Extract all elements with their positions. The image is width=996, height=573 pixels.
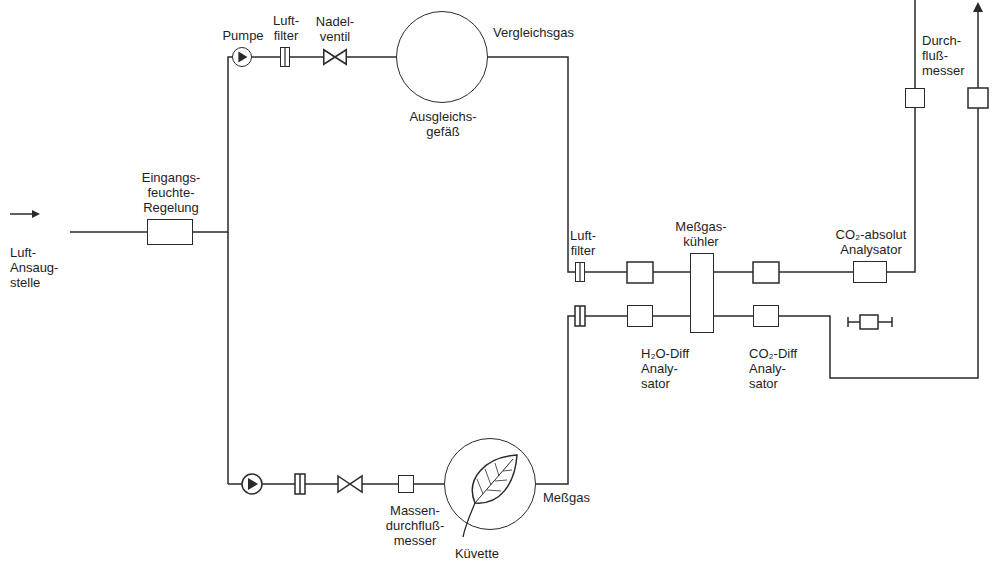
component-label: Eingangs- feuchte- Regelung	[142, 170, 201, 215]
text-line: H₂O-Diff	[641, 346, 689, 361]
text-line: stelle	[10, 275, 58, 290]
inlet-label: Luft- Ansaug- stelle	[10, 245, 58, 290]
text-line: Pumpe	[222, 28, 263, 43]
text-line: sator	[749, 376, 797, 391]
component-label: CO₂-absolut Analysator	[836, 227, 907, 257]
gas-line	[252, 56, 280, 58]
text-line: Massen-	[386, 503, 445, 518]
text-line: ventil	[316, 29, 354, 44]
component-label: CO₂-Diff Analy- sator	[749, 346, 797, 391]
component-label: Küvette	[455, 546, 499, 561]
text-line: durchfluß-	[386, 518, 445, 533]
component-label: Durch- fluß- messer	[922, 33, 965, 78]
text-line: Meßgas	[543, 490, 590, 505]
gas-line	[193, 57, 232, 232]
h2o-diff-analyzer: H₂O-Diff Analy- sator	[627, 305, 653, 327]
component-label: Vergleichsgas	[493, 25, 574, 40]
text-line: kühler	[675, 234, 726, 249]
component-label: H₂O-Diff Analy- sator	[641, 346, 689, 391]
gas-cooler: Meßgas- kühler	[690, 253, 714, 333]
text-line: sator	[641, 376, 689, 391]
text-line: filter	[570, 243, 596, 258]
text-line: Luft-	[273, 13, 299, 28]
text-line: messer	[922, 63, 965, 78]
text-line: Analy-	[749, 361, 797, 376]
text-line: messer	[386, 533, 445, 548]
text-line: Nadel-	[316, 14, 354, 29]
text-line: Meßgas-	[675, 219, 726, 234]
text-line: Ansaug-	[10, 260, 58, 275]
text-line: Analysator	[836, 242, 907, 257]
co2-absolute-analyzer: CO₂-absolut Analysator	[853, 261, 887, 283]
text-line: Luft-	[570, 228, 596, 243]
component-label: Ausgleichs- gefäß	[409, 109, 476, 139]
component-label: Meßgas- kühler	[675, 219, 726, 249]
text-line: Regelung	[142, 200, 201, 215]
component-label: Massen- durchfluß- messer	[386, 503, 445, 548]
text-line: Eingangs-	[142, 170, 201, 185]
component-label: Meßgas	[543, 490, 590, 505]
text-line: Analy-	[641, 361, 689, 376]
text-line: filter	[273, 28, 299, 43]
component-label: Nadel- ventil	[316, 14, 354, 44]
flow-meter: Durch- fluß- messer	[905, 88, 925, 108]
humidity-controller: Eingangs- feuchte- Regelung	[147, 219, 193, 245]
text-line: gefäß	[409, 124, 476, 139]
buffer-vessel: VergleichsgasAusgleichs- gefäß	[396, 11, 488, 103]
gas-line	[653, 315, 690, 317]
component-label: Luft- filter	[273, 13, 299, 43]
gas-line	[488, 57, 575, 272]
gas-line	[347, 56, 396, 58]
text-line: feuchte-	[142, 185, 201, 200]
text-line: fluß-	[922, 48, 965, 63]
text-line: CO₂-Diff	[749, 346, 797, 361]
text-line: Luft-	[10, 245, 58, 260]
text-line: Ausgleichs-	[409, 109, 476, 124]
text-line: Vergleichsgas	[493, 25, 574, 40]
pump-symbol: Pumpe	[232, 47, 252, 67]
leaf-cuvette: MeßgasKüvette	[444, 438, 536, 530]
text-line: Durch-	[922, 33, 965, 48]
gas-line	[714, 315, 753, 317]
air-filter: Luft- filter	[575, 262, 585, 282]
needle-valve: Nadel- ventil	[323, 49, 347, 65]
gas-line	[414, 483, 444, 485]
text-line: CO₂-absolut	[836, 227, 907, 242]
co2-diff-analyzer: CO₂-Diff Analy- sator	[753, 305, 779, 327]
gas-line	[290, 56, 323, 58]
air-filter: Luft- filter	[280, 47, 290, 67]
mass-flow-meter: Massen- durchfluß- messer	[398, 475, 414, 493]
component-label: Luft- filter	[570, 228, 596, 258]
component-label: Pumpe	[222, 28, 263, 43]
text-line: Küvette	[455, 546, 499, 561]
